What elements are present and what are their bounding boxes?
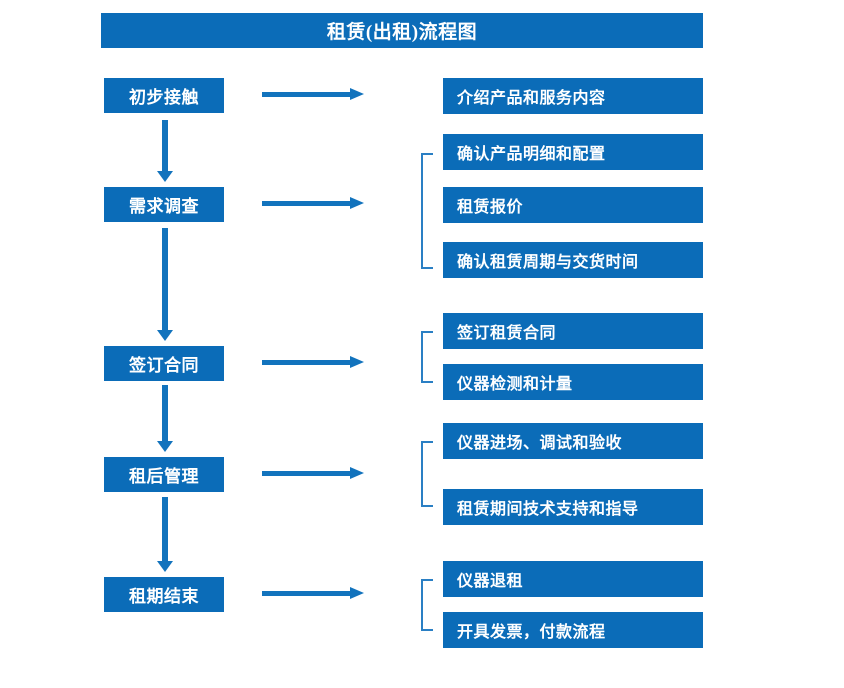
horizontal-arrow-4 (262, 465, 364, 483)
bracket-group-4 (421, 441, 433, 507)
horizontal-arrow-5 (262, 585, 364, 603)
vertical-arrow-1 (157, 120, 173, 182)
bracket-group-2 (421, 153, 433, 269)
chart-title: 租赁(出租)流程图 (101, 13, 703, 48)
horizontal-arrow-3 (262, 354, 364, 372)
detail-box-3-2[interactable]: 仪器检测和计量 (443, 364, 703, 400)
stage-box-5[interactable]: 租期结束 (104, 577, 224, 612)
horizontal-arrow-1 (262, 86, 364, 104)
detail-box-4-2[interactable]: 租赁期间技术支持和指导 (443, 489, 703, 525)
detail-box-2-2[interactable]: 租赁报价 (443, 187, 703, 223)
detail-box-3-1[interactable]: 签订租赁合同 (443, 313, 703, 349)
detail-box-2-3[interactable]: 确认租赁周期与交货时间 (443, 242, 703, 278)
stage-box-3[interactable]: 签订合同 (104, 346, 224, 381)
vertical-arrow-3 (157, 385, 173, 452)
stage-box-4[interactable]: 租后管理 (104, 457, 224, 492)
stage-box-1[interactable]: 初步接触 (104, 78, 224, 113)
detail-box-2-1[interactable]: 确认产品明细和配置 (443, 134, 703, 170)
detail-box-1-1[interactable]: 介绍产品和服务内容 (443, 78, 703, 114)
stage-box-2[interactable]: 需求调查 (104, 187, 224, 222)
bracket-group-5 (421, 579, 433, 631)
detail-box-5-2[interactable]: 开具发票，付款流程 (443, 612, 703, 648)
vertical-arrow-2 (157, 228, 173, 341)
horizontal-arrow-2 (262, 195, 364, 213)
vertical-arrow-4 (157, 497, 173, 572)
detail-box-5-1[interactable]: 仪器退租 (443, 561, 703, 597)
detail-box-4-1[interactable]: 仪器进场、调试和验收 (443, 423, 703, 459)
bracket-group-3 (421, 331, 433, 383)
